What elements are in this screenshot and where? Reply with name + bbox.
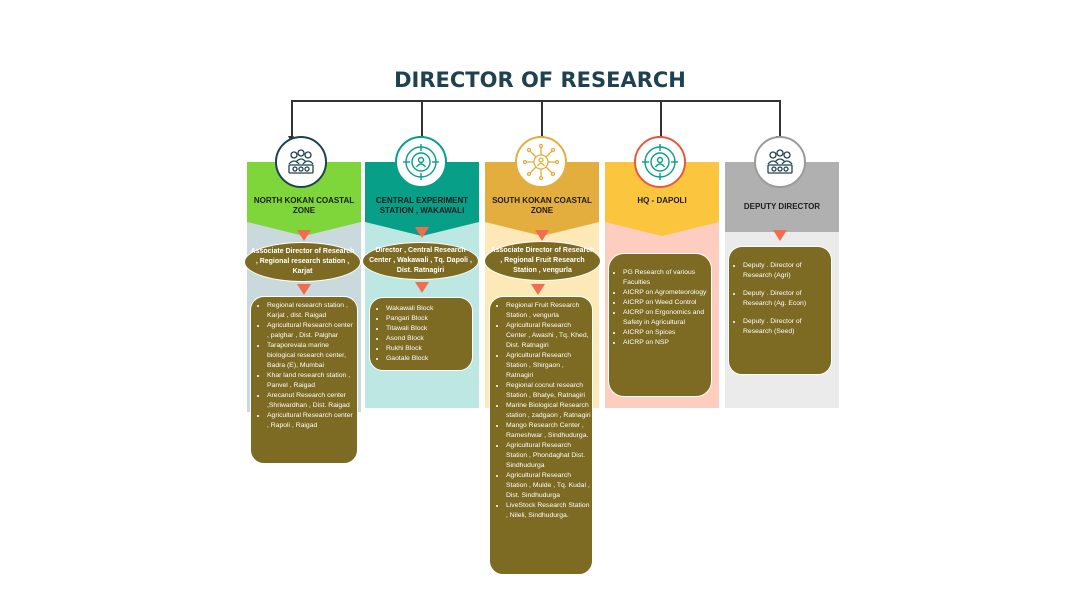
list-item: Deputy . Director of Research (Seed) <box>743 317 829 337</box>
central-station-head: Director , Central Research Center , Wak… <box>362 242 479 280</box>
target-person-icon <box>395 136 447 188</box>
list-item: Agricultural Research center , palghar ,… <box>267 321 355 341</box>
south-kokan-list: Regional Fruit Research Station , vengur… <box>489 296 593 575</box>
list-item: Mango Research Center , Rameshwar , Sind… <box>506 421 592 441</box>
arrow-down-icon <box>531 284 545 295</box>
list-item: Rukhi Block <box>386 344 470 354</box>
list-item: Asond Block <box>386 334 470 344</box>
arrow-down-icon <box>415 282 429 293</box>
list-item: Agricultural Research Station , Mulde , … <box>506 471 592 501</box>
list-item: LiveStock Research Station , Nileli, Sin… <box>506 501 592 521</box>
arrow-down-icon <box>297 230 311 241</box>
south-kokan-head: Associate Director of Research , Regiona… <box>484 241 601 281</box>
connector-deputy-director <box>776 100 782 142</box>
column-header: HQ - DAPOLI <box>637 196 687 205</box>
north-kokan-head: Associate Director of Research , Regiona… <box>244 242 361 282</box>
connector-central <box>418 100 424 142</box>
column-header: SOUTH KOKAN COASTAL ZONE <box>492 196 592 215</box>
list-item: Arecanut Research center ,Shriwardhan , … <box>267 391 355 411</box>
list-item: Pangari Block <box>386 314 470 324</box>
central-station-list: Wakawali Block Pangari Block Titawali Bl… <box>369 297 473 371</box>
list-item: Agricultural Research center , Rapoli , … <box>267 411 355 431</box>
list-item: Agricultural Research Station , Shirgaon… <box>506 351 592 381</box>
list-item: Taraporevala marine biological research … <box>267 341 355 371</box>
connector-north-kokan <box>288 100 294 142</box>
arrow-down-icon <box>415 227 429 238</box>
team-icon <box>754 136 806 188</box>
list-item: AICRP on Agrometeorology <box>623 288 709 298</box>
hq-dapoli-list: PG Research of various Faculties AICRP o… <box>608 253 712 397</box>
arrow-down-icon <box>773 230 787 241</box>
list-item: Deputy . Director of Research (Ag. Econ) <box>743 289 829 309</box>
column-header: DEPUTY DIRECTOR <box>743 202 821 211</box>
network-person-icon <box>515 136 567 188</box>
connector-bar <box>291 100 780 102</box>
north-kokan-list: Regional research station , Karjat , dis… <box>250 296 358 464</box>
list-item: PG Research of various Faculties <box>623 268 709 288</box>
list-item: Agricultural Research Station , Phondagh… <box>506 441 592 471</box>
list-item: Titawali Block <box>386 324 470 334</box>
column-header: NORTH KOKAN COASTAL ZONE <box>253 196 355 215</box>
list-item: AICRP on Weed Control <box>623 298 709 308</box>
column-header: CENTRAL EXPERIMENT STATION , WAKAWALI <box>375 196 469 215</box>
list-item: Agricultural Research Center , Awashi , … <box>506 321 592 351</box>
list-item: AICRP on Spices <box>623 328 709 338</box>
list-item: Regional cocnut research Station , Bhaty… <box>506 381 592 401</box>
team-icon <box>275 136 327 188</box>
list-item: Marine Biological Research station , zad… <box>506 401 592 421</box>
connector-hq-dapoli <box>657 100 663 142</box>
arrow-down-icon <box>297 284 311 295</box>
arrow-down-icon <box>535 230 549 241</box>
list-item: Wakawali Block <box>386 304 470 314</box>
list-item: Gaotale Block <box>386 354 470 364</box>
list-item: Regional Fruit Research Station , vengur… <box>506 301 592 321</box>
connector-south-kokan <box>538 100 544 142</box>
list-item: Regional research station , Karjat , dis… <box>267 301 355 321</box>
deputy-director-list: Deputy . Director of Research (Agri) Dep… <box>728 246 832 375</box>
target-person-icon <box>634 136 686 188</box>
list-item: AICRP on NSP <box>623 338 709 348</box>
list-item: AICRP on Ergonomics and Safety in Agricu… <box>623 308 709 328</box>
list-item: Deputy . Director of Research (Agri) <box>743 261 829 281</box>
list-item: Khar land research station , Panvel , Ra… <box>267 371 355 391</box>
diagram-title: DIRECTOR OF RESEARCH <box>394 68 686 92</box>
